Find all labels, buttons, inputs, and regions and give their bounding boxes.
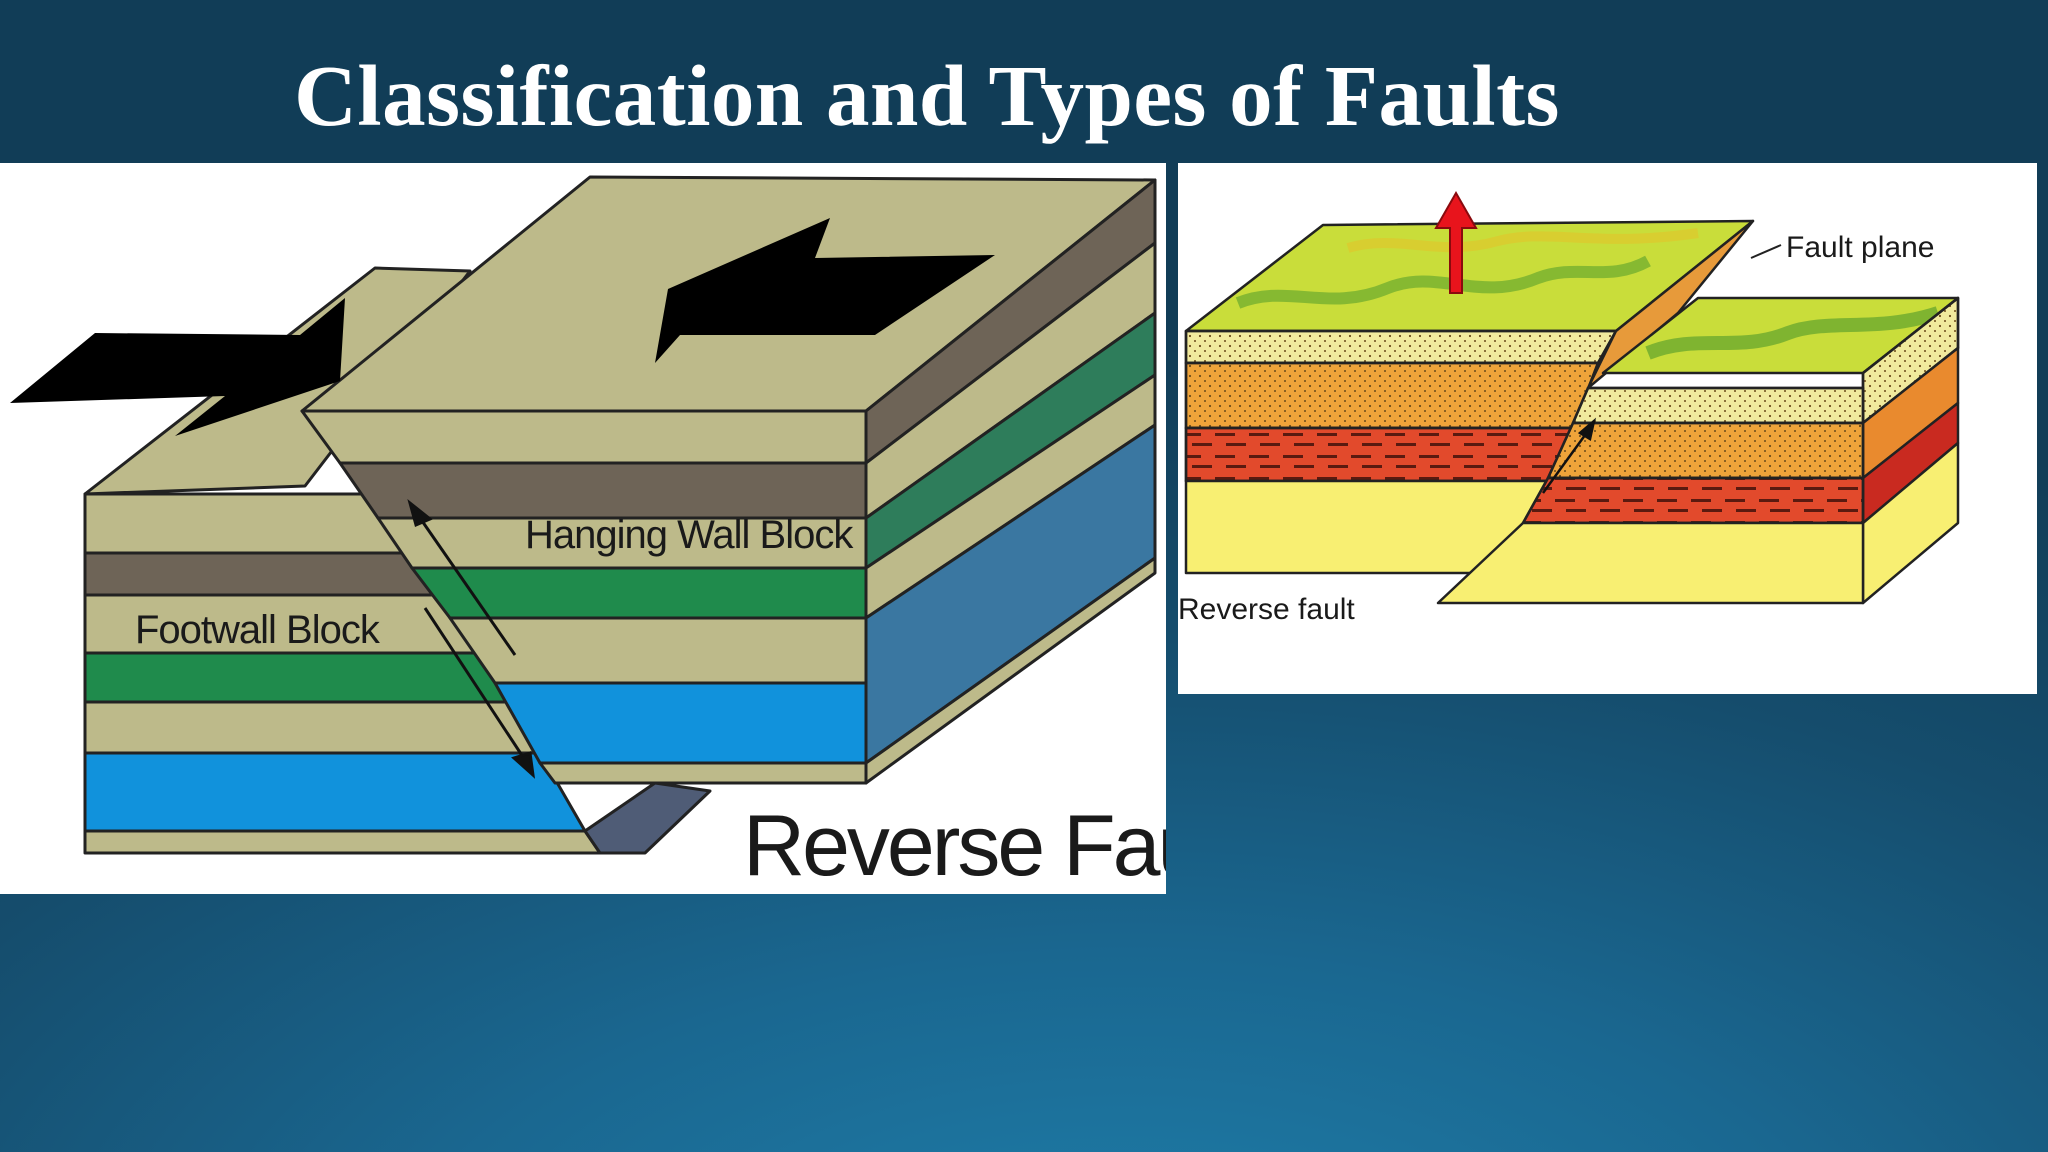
fault-plane-label: Fault plane bbox=[1786, 231, 1935, 264]
compression-arrows bbox=[10, 218, 995, 436]
hanging-wall-block-label: Hanging Wall Block bbox=[525, 513, 853, 557]
reverse-fault-label: Reverse fault bbox=[1178, 593, 1355, 626]
uplift-arrow-icon bbox=[1434, 190, 1478, 294]
footwall-block bbox=[83, 266, 712, 855]
reverse-fault-block-diagram: Footwall Block Hanging Wall Block Revers… bbox=[0, 163, 1166, 894]
fault-plane-leader bbox=[1750, 244, 1782, 259]
right-block bbox=[1436, 296, 1960, 605]
arrow-right-icon bbox=[10, 298, 345, 436]
reverse-fault-block-diagram-art bbox=[10, 175, 1157, 855]
slide-title: Classification and Types of Faults bbox=[294, 47, 1560, 144]
fault-slip-arrow bbox=[1541, 417, 1597, 494]
slip-arrows bbox=[407, 498, 536, 779]
reverse-fault-uplift-diagram: Fault plane Reverse fault bbox=[1178, 163, 2037, 694]
footwall-block-label: Footwall Block bbox=[135, 608, 380, 652]
reverse-fault-caption: Reverse Fault bbox=[743, 798, 1166, 894]
arrow-left-icon bbox=[655, 218, 995, 363]
reverse-fault-uplift-diagram-art bbox=[1184, 190, 1960, 605]
